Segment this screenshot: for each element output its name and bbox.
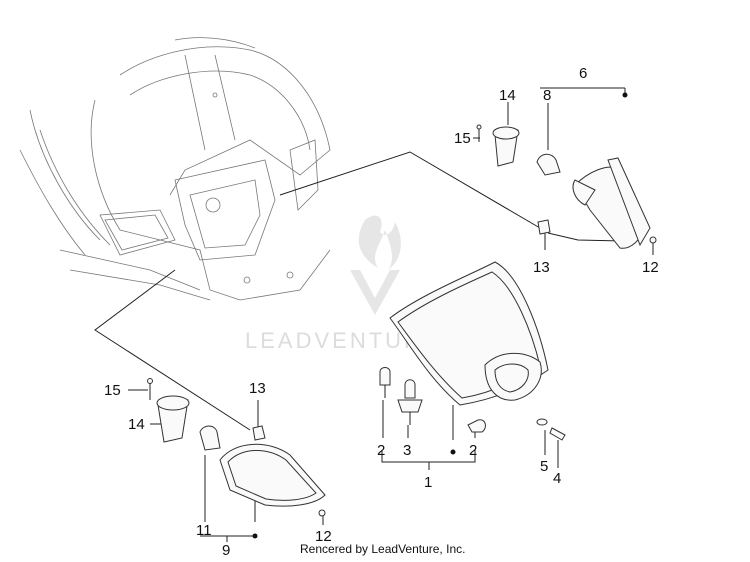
headlight-bulb — [397, 379, 423, 425]
clip-top — [537, 219, 551, 235]
callout-13-top: 13 — [533, 259, 550, 276]
bulb-2-right — [467, 419, 486, 433]
bulb-2-left — [379, 367, 391, 398]
bulb-8 — [536, 153, 561, 176]
callout-3: 3 — [403, 442, 411, 459]
callout-15-top: 15 — [454, 130, 471, 147]
callout-11: 11 — [196, 522, 212, 539]
callout-12-top: 12 — [642, 259, 659, 276]
bulb-11 — [199, 425, 221, 451]
callout-15-bottom: 15 — [104, 382, 121, 399]
scooter-front-body — [19, 37, 331, 301]
pin-top — [476, 124, 482, 142]
screw — [549, 427, 566, 441]
callout-5: 5 — [540, 458, 548, 475]
bulb-holder-top — [492, 126, 520, 167]
callout-13-bottom: 13 — [249, 380, 266, 397]
left-indicator-assembly — [219, 443, 326, 539]
callout-2-left: 2 — [377, 442, 385, 459]
bulb-holder-bottom — [156, 395, 190, 443]
clip-bottom — [252, 425, 266, 441]
screw-12-bottom — [318, 509, 326, 517]
screw-12-top — [649, 236, 657, 244]
right-indicator-assembly — [572, 92, 651, 249]
callout-4: 4 — [553, 470, 561, 487]
callout-9: 9 — [222, 542, 230, 559]
callout-12-bottom: 12 — [315, 528, 332, 545]
pin-bottom — [147, 378, 153, 400]
washer — [536, 418, 548, 426]
leader-lines — [94, 87, 654, 542]
callout-1: 1 — [424, 474, 432, 491]
headlight-assembly — [389, 261, 549, 406]
callout-2-right: 2 — [469, 442, 477, 459]
callout-labels: 1 2 2 3 4 5 6 8 9 11 12 12 13 13 14 14 1… — [104, 65, 659, 559]
callout-14-bottom: 14 — [128, 416, 145, 433]
callout-14-top: 14 — [499, 87, 516, 104]
callout-6: 6 — [579, 65, 587, 82]
render-credit: Rencered by LeadVenture, Inc. — [300, 542, 465, 556]
callout-8: 8 — [543, 87, 551, 104]
